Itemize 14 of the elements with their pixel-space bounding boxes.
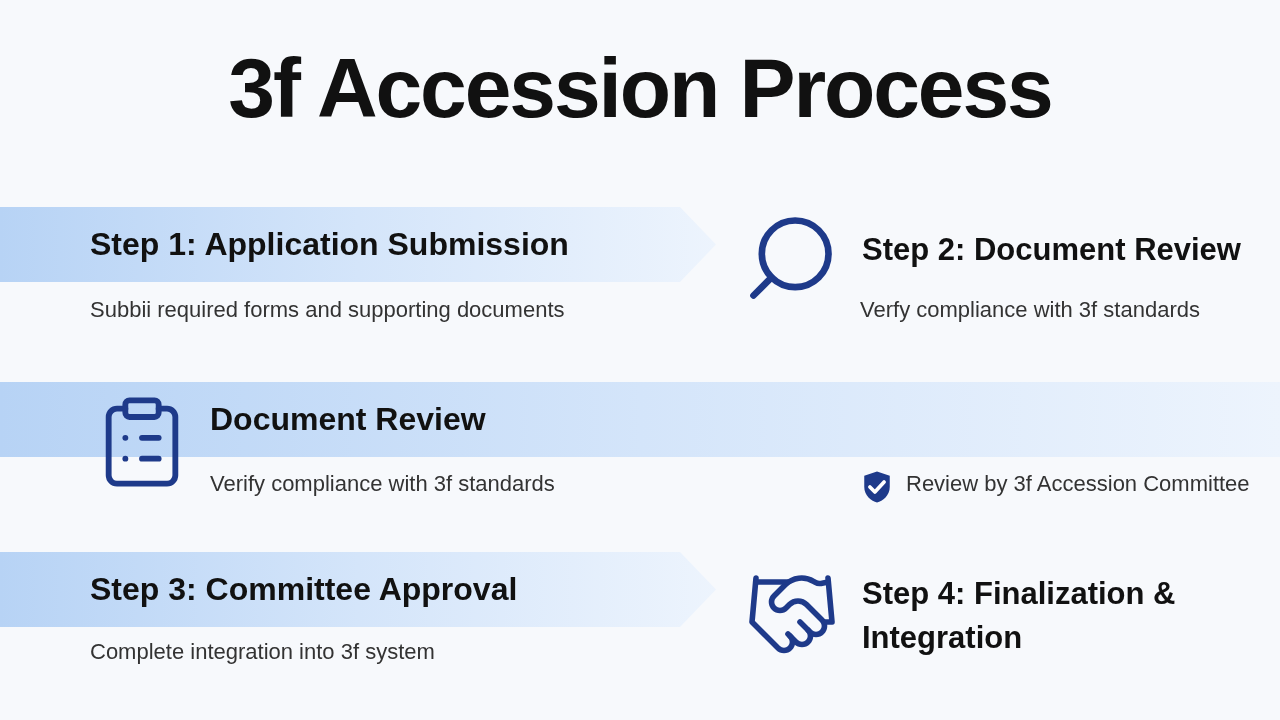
arrow-band [0,382,1280,457]
arrow-band [0,207,716,282]
step-description: Subbii required forms and supporting documents [90,296,566,324]
step-heading: Step 3: Committee Approval [90,570,519,609]
step-description: Verfy compliance with 3f standards [860,296,1201,324]
step-heading: Step 2: Document Review [862,231,1242,269]
step-description: Verify compliance with 3f standards [210,470,556,498]
step-heading: Document Review [210,400,487,439]
arrow-band [0,552,716,627]
step-heading: Step 4: Finalization & Integration [862,575,1177,657]
step-heading: Step 1: Application Submission [90,225,570,264]
title: 3f Accession Process [227,40,1053,137]
step-description: Review by 3f Accession Committee [906,470,1251,498]
step-description: Complete integration into 3f system [90,638,436,666]
